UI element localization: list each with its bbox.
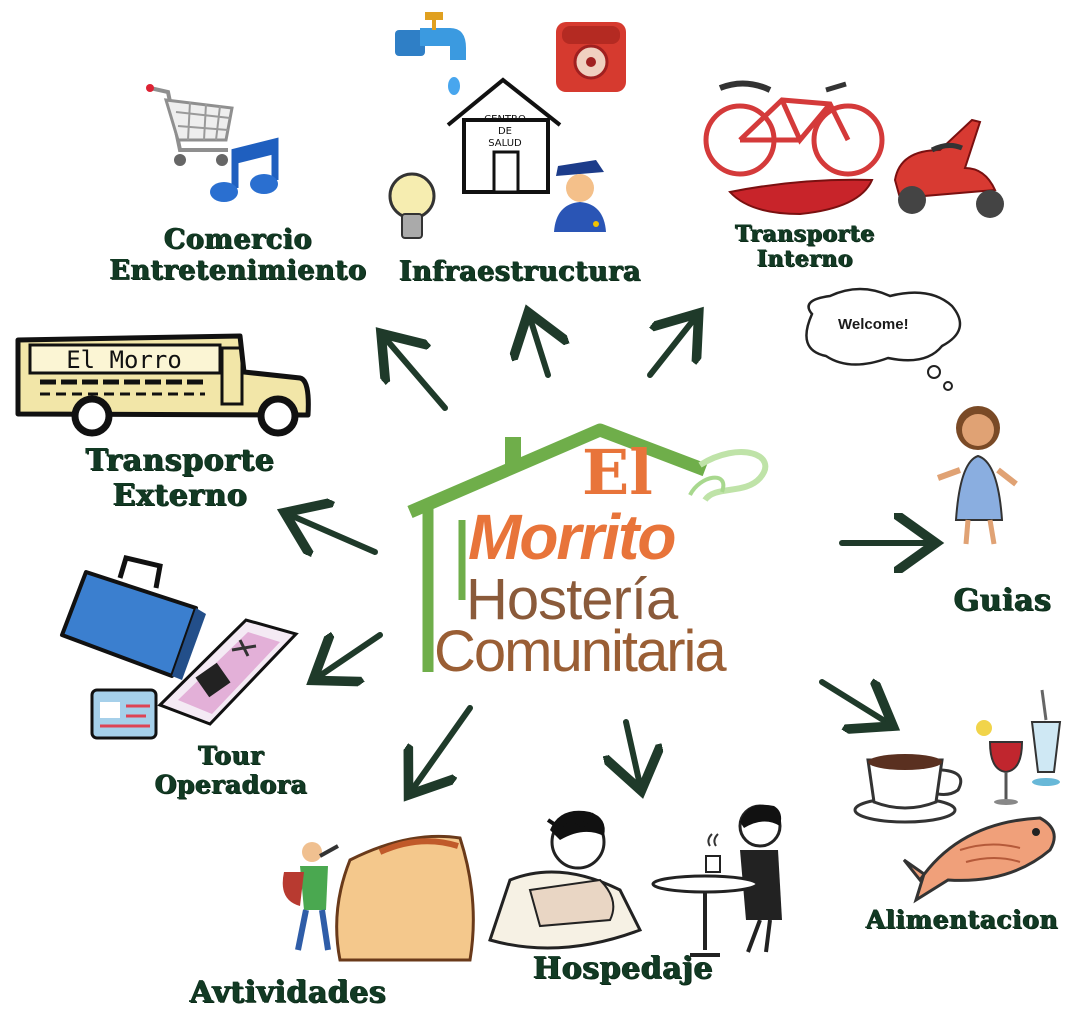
label-transporte-interno-line2: Interno	[756, 246, 854, 273]
health-center-icon: CENTRO DE SALUD	[446, 77, 562, 194]
arrow-to-actividades	[412, 705, 473, 790]
health-sign-line3: SALUD	[488, 138, 522, 149]
label-infraestructura: Infraestructura	[395, 256, 645, 287]
arrow-to-hospedaje	[626, 719, 640, 785]
label-transporte-externo: Transporte Externo	[70, 443, 290, 513]
label-guias: Guias	[930, 583, 1075, 619]
plane-ticket-icon	[157, 618, 299, 726]
logo-el: El	[582, 436, 653, 509]
label-tour: Tour Operadora	[126, 741, 336, 800]
label-tour-line1: Tour	[198, 741, 264, 770]
drink-glass-icon	[976, 689, 1062, 786]
logo-morrito: Morrito	[468, 501, 676, 573]
label-comercio-line1: Comercio	[163, 224, 313, 255]
arrow-to-transporte-externo	[290, 515, 378, 552]
label-hospedaje: Hospedaje	[518, 951, 728, 987]
canoe-icon	[728, 178, 874, 216]
coffee-cup-icon	[853, 754, 963, 824]
label-alimentacion-line1: Alimentacion	[865, 905, 1059, 934]
fish-icon	[902, 816, 1056, 904]
logo-comunitaria: Comunitaria	[434, 619, 727, 684]
hosteria-logo-house	[407, 423, 769, 672]
label-guias-line1: Guias	[953, 583, 1052, 618]
telephone-icon	[556, 22, 626, 92]
person-in-bed-icon	[488, 810, 643, 950]
wine-glass-icon	[988, 741, 1024, 805]
arrow-to-infraestructura	[530, 318, 548, 378]
label-transporte-interno-line1: Transporte	[735, 221, 875, 247]
health-sign-line1: CENTRO	[484, 114, 526, 125]
health-sign-line2: DE	[498, 126, 512, 137]
arrow-to-transporte-interno	[647, 318, 695, 378]
label-transporte-interno: Transporte Interno	[720, 221, 890, 273]
label-tour-line2: Operadora	[154, 769, 308, 799]
label-comercio-line2: Entretenimiento	[109, 255, 367, 287]
arrow-to-comercio	[385, 338, 448, 411]
bus-sign-text: El Morro	[66, 346, 182, 374]
arrows	[290, 318, 930, 790]
water-faucet-icon	[395, 12, 466, 95]
label-infraestructura-line1: Infraestructura	[398, 256, 642, 287]
label-actividades-line1: Avtividades	[189, 975, 387, 1010]
label-transporte-externo-line2: Externo	[112, 477, 248, 513]
person-at-table-icon	[651, 804, 782, 957]
arrow-to-tour	[318, 635, 383, 677]
id-card-icon	[90, 688, 158, 740]
label-hospedaje-line1: Hospedaje	[532, 951, 714, 986]
music-note-icon	[210, 137, 279, 202]
label-transporte-externo-line1: Transporte	[85, 443, 275, 478]
hiker-icon	[282, 834, 475, 962]
suitcase-icon	[60, 555, 206, 680]
shopping-cart-icon	[146, 84, 234, 166]
speech-bubble-icon	[805, 287, 962, 391]
label-actividades: Avtividades	[178, 975, 398, 1011]
scooter-icon	[893, 118, 1004, 218]
police-officer-icon	[554, 160, 606, 232]
label-comercio: Comercio Entretenimiento	[108, 224, 368, 286]
logo-hosteria: Hostería	[466, 567, 678, 632]
arrow-to-alimentacion	[819, 682, 888, 723]
guide-woman-icon	[936, 406, 1018, 545]
bus-icon: El Morro	[15, 333, 311, 437]
speech-bubble-text: Welcome!	[838, 316, 909, 333]
bicycle-icon	[703, 80, 885, 177]
light-bulb-icon	[388, 172, 436, 239]
label-alimentacion: Alimentacion	[862, 905, 1062, 935]
